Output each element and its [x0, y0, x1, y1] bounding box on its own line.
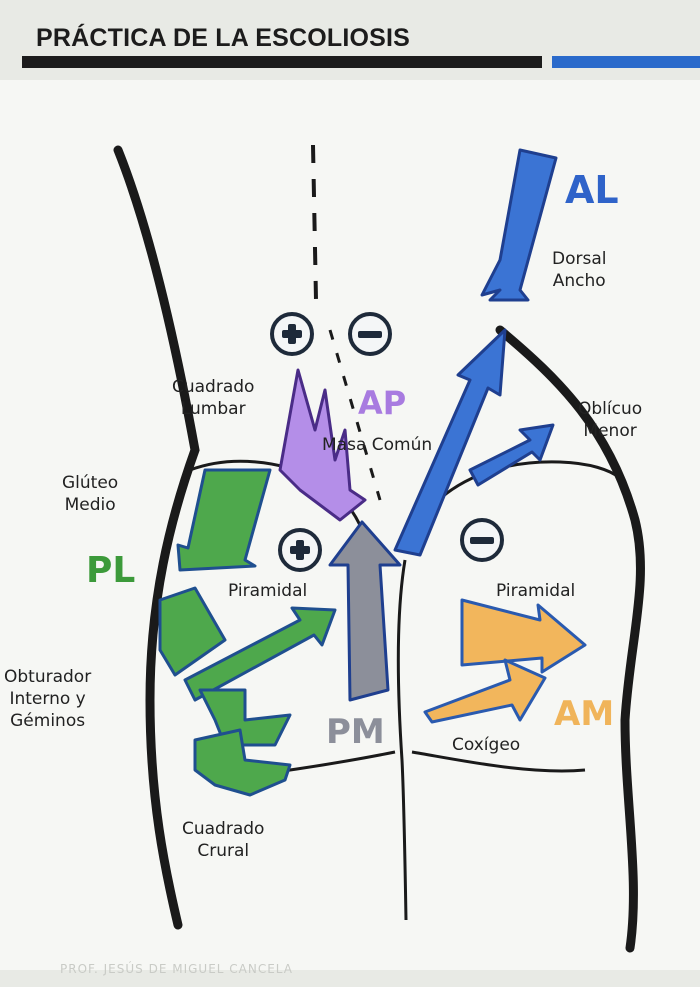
spine-midline-lower — [328, 329, 382, 501]
label-gluteo-medio: Glúteo Medio — [62, 473, 119, 515]
plus-sign-lower-icon — [278, 528, 322, 572]
spine-midline — [311, 144, 318, 301]
group-label-am: AM — [554, 694, 615, 734]
gluteal-cleft — [396, 559, 408, 921]
plus-sign-upper-icon — [270, 312, 314, 356]
label-piramidal-right: Piramidal — [496, 581, 576, 601]
group-label-al: AL — [565, 168, 619, 212]
arrow-piramidal-median — [328, 520, 402, 702]
arrow-coxigeo — [423, 658, 547, 724]
arrow-gluteo-medio — [176, 468, 272, 572]
arrow-cuadrado-lumbar — [278, 368, 367, 522]
group-label-pl: PL — [86, 550, 136, 591]
body-outline-right — [495, 325, 645, 953]
footer-credit: PROF. JESÚS DE MIGUEL CANCELA — [60, 962, 293, 976]
buttock-fold-right — [411, 750, 586, 773]
arrow-oblicuo-side — [468, 423, 555, 487]
title-underline-dark — [22, 56, 542, 68]
slide-title: PRÁCTICA DE LA ESCOLIOSIS — [36, 24, 411, 52]
minus-sign-lower-icon — [460, 518, 504, 562]
label-coxigeo: Coxígeo — [452, 735, 521, 755]
arrow-geminos — [198, 688, 292, 747]
label-cuadrado-crural: Cuadrado Crural — [182, 819, 265, 861]
body-outline-left — [113, 145, 200, 930]
label-obturador: Obturador Interno y Géminos — [4, 667, 92, 731]
arrow-cuadrado-crural — [193, 728, 292, 797]
buttock-curve-right — [418, 460, 621, 521]
arrow-piramidal-right — [460, 598, 587, 674]
group-label-ap: AP — [358, 384, 407, 422]
label-piramidal-left: Piramidal — [228, 581, 308, 601]
diagram-paper — [0, 80, 700, 970]
label-oblicuo-menor: Oblícuo Menor — [578, 399, 643, 441]
arrow-obturador — [158, 586, 227, 677]
label-dorsal-ancho: Dorsal Ancho — [552, 249, 607, 291]
title-underline-accent — [552, 56, 700, 68]
label-masa-comun: Masa Común — [322, 435, 433, 455]
arrow-oblicuo-up — [393, 328, 507, 557]
arrow-dorsal-ancho — [480, 148, 558, 302]
group-label-pm: PM — [326, 712, 385, 752]
label-cuadrado-lumbar: Cuadrado Lumbar — [172, 377, 255, 419]
minus-sign-upper-icon — [348, 312, 392, 356]
